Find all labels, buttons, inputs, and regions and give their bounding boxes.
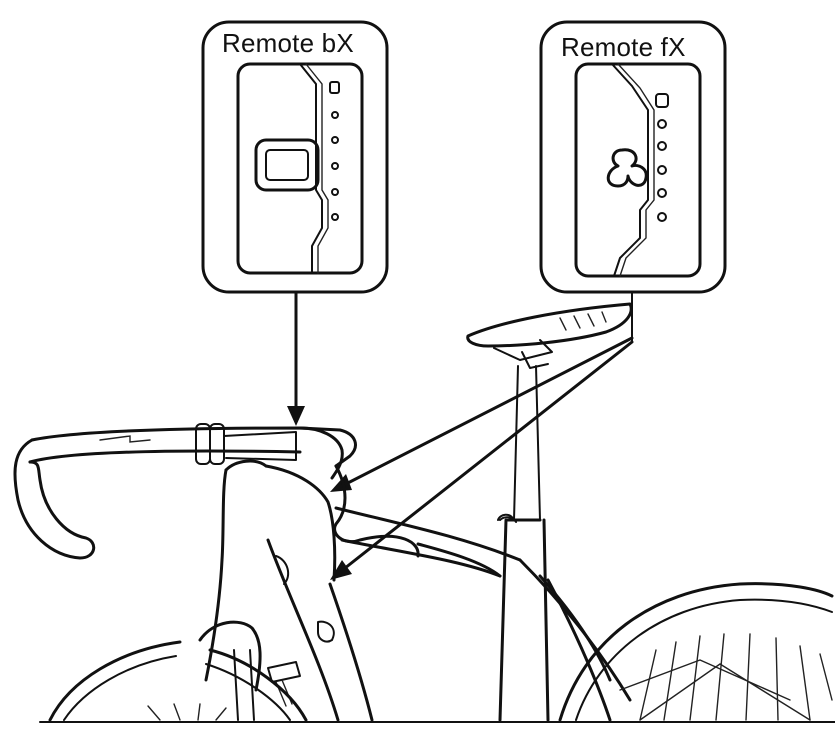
remote-bx-callout [201, 20, 389, 294]
rear-wheel [558, 582, 834, 722]
arrow-fx-upper [330, 336, 634, 492]
saddle [466, 302, 633, 369]
front-wheel [48, 640, 308, 722]
rear-frame [499, 516, 632, 722]
handlebar [13, 423, 420, 560]
remote-fx-label: Remote fX [561, 32, 686, 62]
front-frame [198, 459, 522, 722]
arrow-fx-lower [330, 340, 634, 580]
remote-fx-callout [539, 20, 727, 294]
remote-bx-label: Remote bX [222, 28, 354, 58]
arrow-bx [287, 290, 305, 426]
seat-tube [497, 365, 550, 722]
